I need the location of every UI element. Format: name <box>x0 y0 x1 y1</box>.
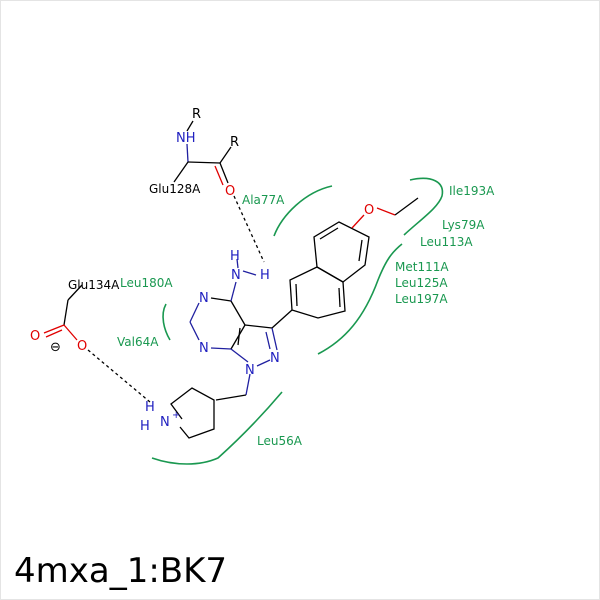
residue-label-met111a: Met111A <box>395 260 449 274</box>
diagram-title: 4mxa_1:BK7 <box>14 551 228 591</box>
residue-label-val64a: Val64A <box>117 335 159 349</box>
carbonyl-oxygen-label: O <box>225 184 235 199</box>
hydrogen-bonds <box>87 195 265 403</box>
bond <box>256 359 271 367</box>
residue-label-glu128a: Glu128A <box>149 182 201 196</box>
bond <box>187 161 221 164</box>
bond <box>351 214 365 229</box>
bond <box>295 283 298 307</box>
hydrophobic-arcs <box>151 177 444 465</box>
pyrazolopyrimidine-core <box>189 258 293 396</box>
bond <box>67 284 83 301</box>
arc-leu180a-val64a <box>162 303 171 341</box>
bond <box>230 281 237 302</box>
bond <box>45 329 63 338</box>
hbond-glu134a-o-to-piperidine-h <box>87 349 151 403</box>
naphthalene <box>289 197 419 319</box>
bond <box>43 324 65 334</box>
piperidine-h-label: H <box>145 400 155 415</box>
glu134a-fragment <box>43 284 83 341</box>
arc-met111a <box>317 243 403 355</box>
piperidine-h-label: H <box>140 419 150 434</box>
arc-ala77a <box>273 185 333 237</box>
naphthalene-ring-a <box>289 266 346 319</box>
bond <box>63 299 69 326</box>
bond <box>245 373 251 396</box>
negative-charge-icon: ⊖ <box>50 340 61 355</box>
carboxyl-oxygen-label: O <box>77 339 87 354</box>
bond <box>338 287 341 308</box>
residue-label-ile193a: Ile193A <box>449 184 495 198</box>
r-group-label: R <box>192 107 201 122</box>
bond <box>214 165 224 186</box>
bond <box>394 197 419 216</box>
bond <box>242 270 257 276</box>
pyrimidine-n-label: N <box>199 291 209 306</box>
residue-label-leu197a: Leu197A <box>395 292 448 306</box>
bond <box>210 297 232 302</box>
bond <box>173 161 189 183</box>
pyrimidine-n-label: N <box>199 341 209 356</box>
amine-n-label: N <box>231 268 241 283</box>
r-group-label: R <box>230 135 239 150</box>
positive-charge-icon: + <box>172 410 180 421</box>
glu128a-fragment <box>173 120 232 186</box>
arc-ile193a <box>403 177 444 236</box>
residue-label-lys79a: Lys79A <box>442 218 485 232</box>
naphthalene-ring-b <box>313 221 370 283</box>
bond <box>63 324 78 341</box>
arc-leu56a <box>151 391 283 465</box>
bond <box>230 348 249 363</box>
bond <box>219 162 229 184</box>
residue-label-leu125a: Leu125A <box>395 276 448 290</box>
bond <box>319 227 339 240</box>
bond <box>215 394 247 401</box>
bond <box>189 302 200 323</box>
bond <box>189 321 200 341</box>
residue-label-glu134a: Glu134A <box>68 278 120 292</box>
amine-h-label: H <box>260 268 270 283</box>
amine-h-label: H <box>230 249 240 264</box>
bond <box>236 258 239 269</box>
bond <box>271 309 293 329</box>
bond <box>186 143 189 163</box>
residue-label-leu180a: Leu180A <box>120 276 173 290</box>
bond <box>376 207 396 216</box>
bond <box>230 324 246 350</box>
piperidine-n-label: N <box>160 415 170 430</box>
piperidine-ring <box>170 387 215 439</box>
bond <box>265 331 271 350</box>
residue-label-leu56a: Leu56A <box>257 434 303 448</box>
bond <box>210 347 232 350</box>
bond <box>237 327 241 346</box>
residue-label-ala77a: Ala77A <box>242 193 285 207</box>
bond <box>244 324 273 329</box>
nh-label: NH <box>176 131 196 146</box>
pyrazole-n-label: N <box>245 363 255 378</box>
bond <box>271 327 278 351</box>
carboxyl-oxygen-label: O <box>30 329 40 344</box>
pyrazole-n-label: N <box>270 351 280 366</box>
residue-label-leu113a: Leu113A <box>420 235 473 249</box>
hbond-ala77a-o-to-amine-h <box>233 195 265 263</box>
ether-oxygen-label: O <box>364 203 374 218</box>
bond <box>230 300 246 326</box>
bond <box>219 146 232 164</box>
bond <box>186 120 194 132</box>
atom-labels: R NH R O N N N H H N N O O O ⊖ H H N + <box>30 107 374 434</box>
piperidine <box>170 387 247 439</box>
bond <box>358 239 363 262</box>
residue-labels: Glu128A Glu134A Ala77A Leu180A Val64A Le… <box>68 182 495 448</box>
